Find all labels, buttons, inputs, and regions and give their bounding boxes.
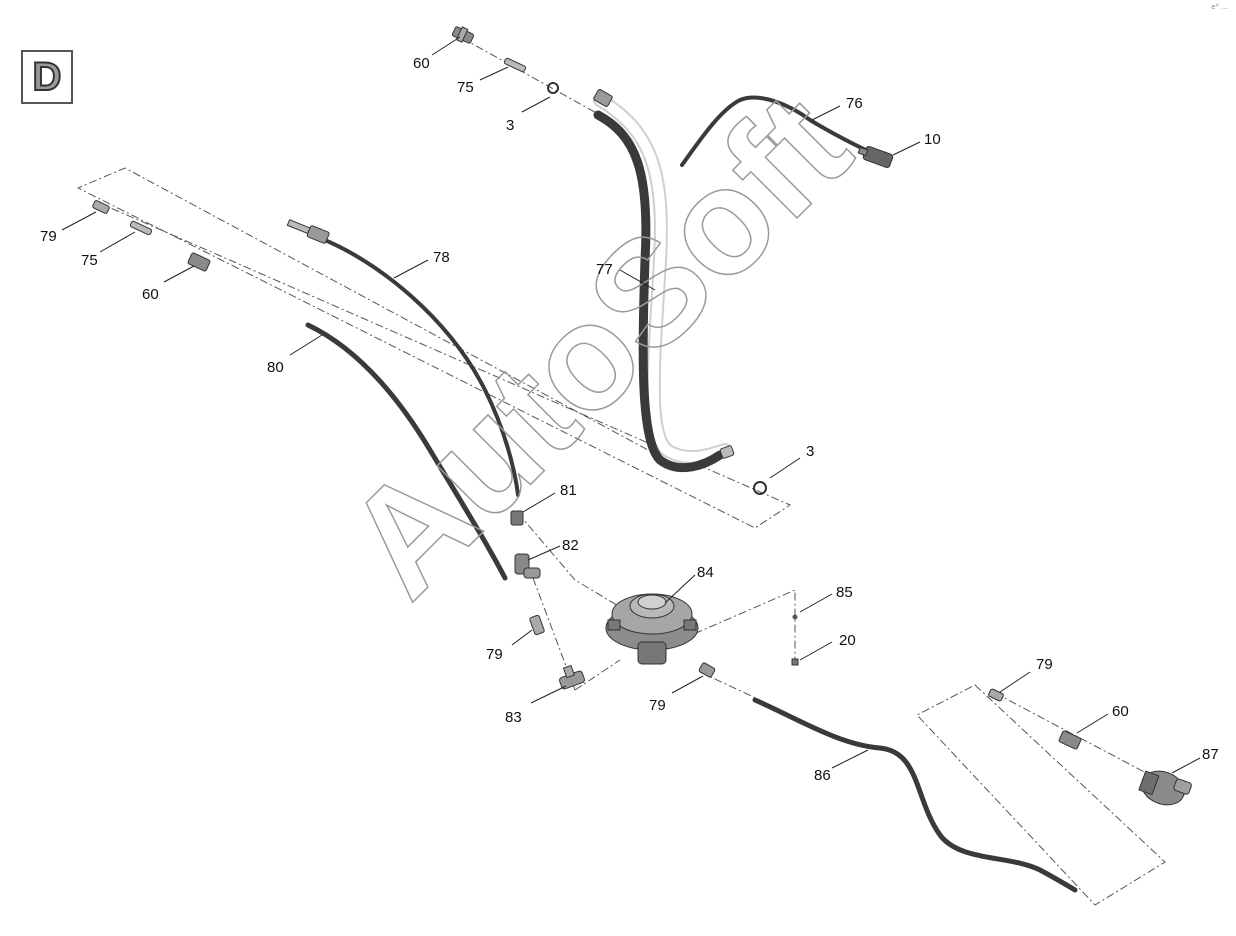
- callout-60-right: 60: [1112, 703, 1129, 720]
- section-badge: D: [21, 50, 73, 104]
- callout-79-left: 79: [40, 228, 57, 245]
- callout-60-left: 60: [142, 286, 159, 303]
- callout-10: 10: [924, 131, 941, 148]
- callout-81: 81: [560, 482, 577, 499]
- callout-3-mid: 3: [806, 443, 814, 460]
- bolt-85: [792, 614, 798, 620]
- leader-lines: [61, 36, 1201, 774]
- callouts: 60 75 3 76 10 79 75 60 78 77 80 3 81 82 …: [40, 55, 1219, 784]
- watermark-text: AutoSoft: [314, 61, 880, 627]
- clamp-3-top: [547, 82, 559, 94]
- callout-86: 86: [814, 767, 831, 784]
- hoses: [305, 93, 1078, 893]
- corner-mark: e° ...: [1211, 3, 1228, 11]
- hose-86: [752, 697, 1078, 893]
- elbow-82: [514, 553, 541, 579]
- callout-76: 76: [846, 95, 863, 112]
- callout-82: 82: [562, 537, 579, 554]
- fittings: [92, 26, 1192, 806]
- callout-79-valve: 79: [649, 697, 666, 714]
- hose-end-77-top: [593, 89, 613, 107]
- fitting-79-mid: [529, 614, 545, 636]
- fitting-60-top: [451, 26, 475, 44]
- fitting-81: [510, 510, 524, 526]
- fitting-60-left: [187, 252, 211, 272]
- callout-60-top: 60: [413, 55, 430, 72]
- fitting-60-right: [1058, 730, 1082, 750]
- coupler-87: [1138, 770, 1192, 806]
- callout-75-top: 75: [457, 79, 474, 96]
- callout-85: 85: [836, 584, 853, 601]
- hose-76: [680, 95, 872, 167]
- callout-78: 78: [433, 249, 450, 266]
- fitting-75-left: [129, 220, 153, 236]
- callout-84: 84: [697, 564, 714, 581]
- clamp-3-mid: [753, 481, 767, 495]
- callout-75-left: 75: [81, 252, 98, 269]
- callout-79-right: 79: [1036, 656, 1053, 673]
- assembly-guides: [76, 37, 1166, 906]
- hose-end-77-bottom: [719, 445, 735, 459]
- fitting-79-valve: [698, 662, 716, 678]
- fitting-75-top: [503, 57, 527, 73]
- fitting-79-right: [988, 688, 1004, 702]
- sensor-10: [857, 145, 894, 169]
- section-badge-letter: D: [32, 54, 63, 100]
- tee-83: [559, 664, 585, 690]
- callout-77: 77: [596, 261, 613, 278]
- callout-83: 83: [505, 709, 522, 726]
- callout-20: 20: [839, 632, 856, 649]
- watermark: AutoSoft: [313, 60, 881, 628]
- hose-80: [305, 322, 508, 581]
- nut-20: [791, 658, 799, 666]
- callout-80: 80: [267, 359, 284, 376]
- hose-end-78: [286, 219, 330, 244]
- callout-3-top: 3: [506, 117, 514, 134]
- fitting-79-left: [92, 200, 110, 214]
- valve-84: [605, 593, 699, 665]
- hose-78: [318, 236, 520, 497]
- callout-87: 87: [1202, 746, 1219, 763]
- callout-79-mid: 79: [486, 646, 503, 663]
